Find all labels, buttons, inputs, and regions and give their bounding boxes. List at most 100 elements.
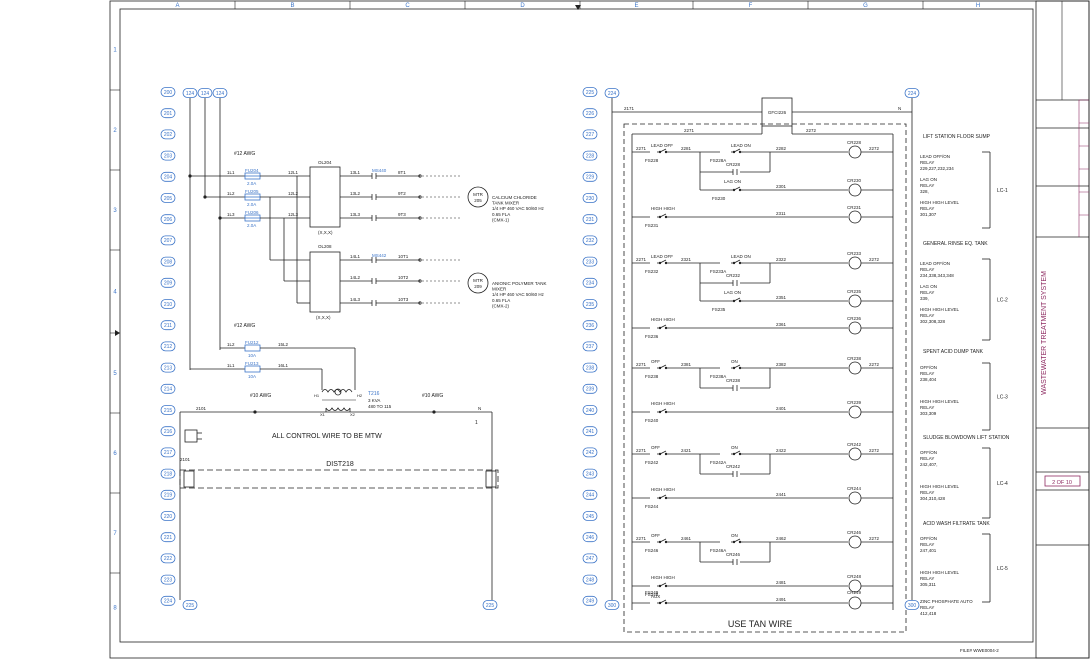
wire-label: 2271: [636, 257, 647, 262]
rung-tag-right: [582, 256, 598, 267]
overload-xs: (X,X,X): [316, 315, 331, 320]
wire-label: 14L1: [350, 254, 361, 259]
rung-number: 239: [586, 387, 595, 393]
rung-number: 224: [164, 599, 173, 605]
rung-tag-right: [582, 277, 598, 288]
wire-label: 2271: [636, 536, 647, 541]
rung-tag-left: [160, 489, 176, 500]
rung-number: 236: [586, 323, 595, 329]
relay-contact-tag: CR242: [726, 464, 741, 469]
rung-tag-left: [160, 129, 176, 140]
rung-tag-right: [582, 320, 598, 331]
wire-label: 13L2: [350, 191, 361, 196]
relay-note: 303,309: [920, 411, 937, 416]
motor-desc: TANK MIXER: [492, 201, 520, 206]
wire-label: 2351: [776, 295, 787, 300]
contact-terminal: [664, 540, 668, 544]
fuse-tag: FU206: [245, 210, 259, 215]
contact-terminal: [738, 261, 742, 265]
wire-label: 2491: [776, 597, 787, 602]
fuse-rating: 2.0A: [247, 202, 256, 207]
relay-note: HIGH HIGH LEVEL: [920, 399, 960, 404]
switch-label: OFF: [651, 533, 660, 538]
rung-number: 235: [586, 302, 595, 308]
contact-terminal: [664, 326, 668, 330]
switch-label: HIGH HIGH: [651, 575, 675, 580]
rung-tag-right: [582, 87, 598, 97]
relay-note: RELAY: [920, 576, 934, 581]
switch-label: ON: [731, 533, 738, 538]
float-switch-lag: [732, 299, 736, 303]
relay-coil: [848, 321, 862, 335]
awg-label: #12 AWG: [234, 323, 255, 329]
float-switch-tag: FS233A: [710, 269, 726, 274]
wire-label: 15L2: [278, 342, 289, 347]
rung-tag-left: [160, 87, 176, 97]
rung-tag-right: [582, 426, 598, 437]
rung-number: 244: [586, 493, 595, 499]
wire-label: 2461: [681, 536, 692, 541]
motor-209: [467, 272, 489, 294]
wire-label: 2272: [869, 257, 880, 262]
terminal-label: H2: [357, 393, 363, 398]
relay-note: RELAY: [920, 160, 934, 165]
rung-number: 211: [164, 323, 172, 329]
rung-number: 204: [164, 175, 173, 181]
float-switch-high: [658, 496, 662, 500]
title-block: [1035, 0, 1090, 659]
rung-number: 230: [586, 196, 595, 202]
group-title: LIFT STATION FLOOR SUMP: [923, 134, 991, 140]
grid-col-label: G: [863, 3, 868, 9]
relay-note: RELAY: [920, 183, 934, 188]
relay-note: 301,307: [920, 212, 937, 217]
switch-label: ON: [731, 445, 738, 450]
terminal: [418, 258, 422, 262]
relay-coil: [848, 405, 862, 419]
rung-number: 221: [164, 535, 173, 541]
wire-label: 12L3: [288, 212, 299, 217]
motor-number: 205: [474, 198, 482, 203]
float-switch-on: [732, 540, 736, 544]
switch-label: LEAD ON: [731, 254, 751, 259]
terminal: [418, 195, 422, 199]
rung-tag-right: [582, 150, 598, 161]
rung-tag-left: [160, 447, 176, 458]
rung-number: 227: [586, 132, 595, 138]
fuse-rating: 2.0A: [247, 223, 256, 228]
relay-coil: [848, 491, 862, 505]
rung-tag-left: [160, 426, 176, 437]
rung-number: 243: [586, 471, 595, 477]
rung-number: 201: [164, 111, 173, 117]
bottom-tag: [904, 600, 920, 610]
wire-label: 8T1: [398, 170, 406, 175]
rung-number: 210: [164, 302, 173, 308]
wire-label: 10T2: [398, 275, 409, 280]
wire-label: 14L2: [350, 275, 361, 280]
contact-terminal: [738, 366, 742, 370]
rung-tag-right: [582, 299, 598, 309]
rung-number: 216: [164, 429, 173, 435]
sheet-number: 2 OF 10: [1052, 480, 1072, 486]
relay-note: ZINC PHOSPHATE AUTO: [920, 599, 973, 604]
relay-note: 339,: [920, 296, 929, 301]
float-switch-on: [732, 366, 736, 370]
grid-row-label: 4: [113, 290, 117, 296]
rung-number: 209: [164, 281, 173, 287]
overload-xs: (X,X,X): [318, 230, 333, 235]
relay-note: RELAY: [920, 490, 934, 495]
fuse-tag: FU205: [245, 189, 259, 194]
switch-label: HIGH HIGH: [651, 206, 675, 211]
relay-note: RELAY: [920, 290, 934, 295]
rung-tag-right: [582, 489, 598, 500]
relay-note: LEAD OFF/ON: [920, 154, 950, 159]
rung-tag-left: [160, 383, 176, 394]
wire-label: 2462: [776, 536, 787, 541]
line-label: 1L1: [227, 170, 235, 175]
motor-desc: ANIONIC POLYMER TANK: [492, 281, 547, 286]
float-switch-on: [732, 150, 736, 154]
center-mark: [575, 5, 581, 10]
rung-tag-right: [582, 595, 598, 606]
relay-coil-tag: CR239: [847, 400, 862, 405]
relay-coil-tag: CR236: [847, 316, 862, 321]
contact-terminal: [664, 366, 668, 370]
